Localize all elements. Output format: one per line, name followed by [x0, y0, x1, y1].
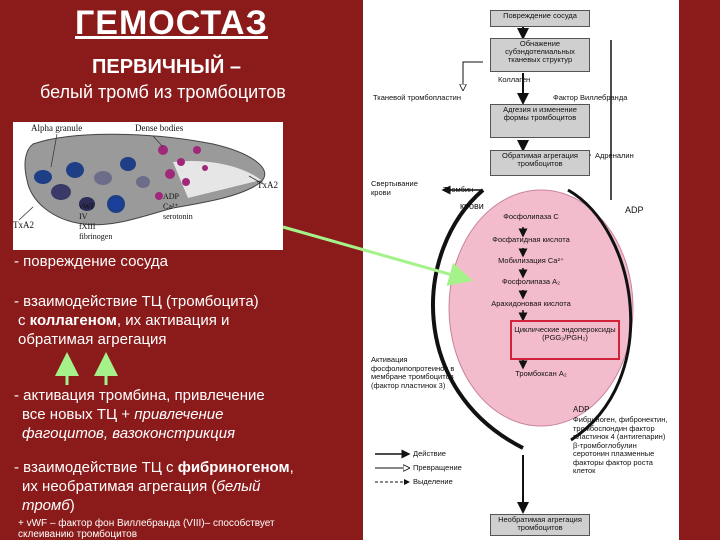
- adhesion-box: Адгезия и изменение формы тромбоцитов: [490, 104, 590, 138]
- flow-diagram: Повреждение сосуда Обнажение субэндотели…: [363, 0, 679, 540]
- footnote: + vWF – фактор фон Виллебранда (VIII)– с…: [18, 518, 275, 540]
- adp-lower-label: ADP: [573, 405, 590, 414]
- adrenaline-label: Адреналин: [595, 151, 634, 160]
- platelet-cell: [448, 189, 634, 427]
- dense-body-7: [202, 165, 208, 171]
- subtitle-description: белый тромб из тромбоцитов: [40, 82, 286, 102]
- txa2-right-label: TxA2: [257, 180, 278, 190]
- dense-body-4: [193, 146, 201, 154]
- cyclic-endoperoxides: Циклические эндопероксиды (PGG₂/PGH₂): [514, 325, 616, 342]
- dense-body-2: [177, 158, 185, 166]
- adp-label: ADP: [163, 192, 180, 201]
- arachidonic-acid: Арахидоновая кислота: [491, 299, 571, 308]
- alpha-granule-4: [94, 171, 112, 185]
- thromboxane: Тромбоксан A₂: [515, 369, 567, 378]
- alpha-granule-5: [120, 157, 136, 171]
- collagen-label: Коллаген: [498, 75, 531, 84]
- dense-body-1: [158, 145, 168, 155]
- bullet-thrombin: - активация тромбина, привлечение все но…: [14, 387, 265, 442]
- legend-transform: Превращение: [413, 463, 462, 472]
- vessel-damage-box: Повреждение сосуда: [490, 10, 590, 27]
- flow-diagram-graphics: [375, 27, 634, 514]
- tissue-thromboplastin-label: Тканевой тромбопластин: [373, 93, 461, 102]
- phospholipoprotein-activation: Активация фосфолипопротеинов в мембране …: [371, 355, 455, 390]
- alpha-granule-3: [66, 162, 84, 178]
- endoperoxides-frame: [510, 320, 620, 360]
- vwf-factor-label: Фактор Виллебранда: [553, 93, 628, 102]
- platelet-figure: Alpha granule Dense bodies TxA2 TxA2 ADP…: [13, 122, 283, 250]
- dense-body-6: [155, 192, 163, 200]
- legend-action: Действие: [413, 449, 446, 458]
- iv-label: IV: [79, 212, 88, 221]
- reversible-aggregation-box: Обратимая агрегация тромбоцитов: [490, 150, 590, 176]
- subendothelium-box: Обнажение субэндотелиальных тканевых стр…: [490, 38, 590, 72]
- feedback-arc-right: [567, 188, 633, 442]
- released-substances: Фибриноген, фибронектин, тромбоспондин ф…: [573, 415, 668, 475]
- calcium-label: Ca²⁺: [163, 202, 179, 211]
- calcium-mobilization: Мобилизация Ca²⁺: [498, 256, 564, 265]
- bullet-collagen: - взаимодействие ТЦ (тромбоцита) с колла…: [14, 293, 259, 348]
- collagen-term: коллагеном: [29, 312, 117, 329]
- alpha-granule-2: [51, 184, 71, 200]
- fibrinogen-term: фибриногеном: [177, 459, 290, 476]
- bullet-fibrinogen: - взаимодействие ТЦ с фибриногеном, их н…: [14, 459, 294, 514]
- phospholipase-c: Фосфолипаза С: [503, 212, 559, 221]
- krovi-overlay: крови: [460, 201, 484, 211]
- thrombin-label: Тромбин: [443, 185, 474, 194]
- alpha-granule-1: [34, 170, 52, 184]
- dense-bodies-label: Dense bodies: [135, 123, 184, 133]
- serotonin-label: serotonin: [163, 212, 193, 221]
- fxiii-label: fXIII: [79, 222, 96, 231]
- irreversible-aggregation-box: Необратимая агрегация тромбоцитов: [490, 514, 590, 536]
- alpha-granule-label: Alpha granule: [31, 123, 83, 133]
- feedback-arc-left: [431, 188, 524, 450]
- dense-contents: ADP Ca²⁺ serotonin: [163, 192, 193, 222]
- legend-release: Выделение: [413, 477, 453, 486]
- alpha-granule-8: [136, 176, 150, 188]
- vwf-label: vWF: [79, 202, 95, 211]
- bullet-vessel-damage: - повреждение сосуда: [14, 253, 169, 270]
- page-title: ГЕМОСТАЗ: [75, 4, 268, 42]
- phospholipase-a2: Фосфолипаза A₂: [501, 277, 561, 286]
- dense-body-5: [182, 178, 190, 186]
- coagulation-label: Свертывание крови: [371, 179, 418, 197]
- phosphatidic-acid: Фосфатидная кислота: [492, 235, 570, 244]
- fibrinogen-label: fibrinogen: [79, 232, 113, 241]
- subtitle: ПЕРВИЧНЫЙ –: [92, 56, 242, 78]
- adp-right-label: ADP: [625, 205, 644, 215]
- dense-body-3: [165, 169, 175, 179]
- platelet-illustration: [18, 133, 266, 226]
- alpha-granule-6: [79, 197, 95, 211]
- txa2-left-label: TxA2: [13, 220, 34, 230]
- alpha-contents: vWF IV fXIII fibrinogen: [79, 202, 112, 242]
